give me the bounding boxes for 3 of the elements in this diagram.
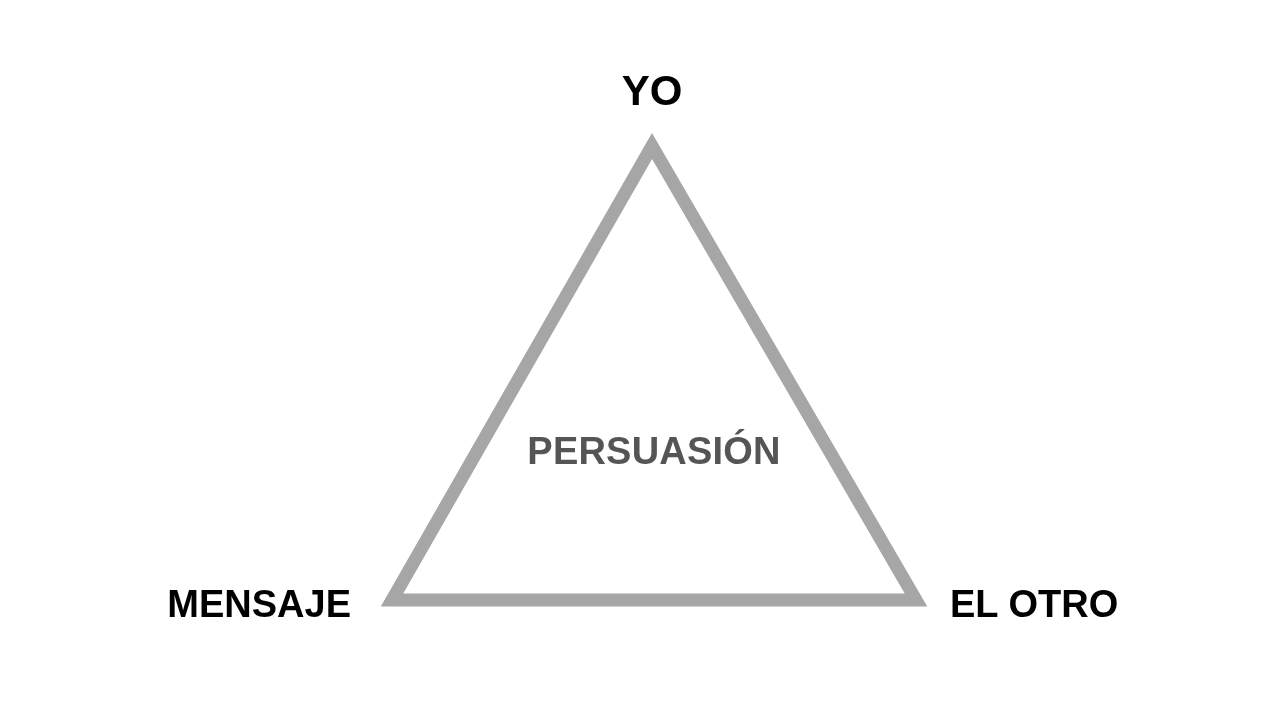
corner-label: YO <box>621 70 683 112</box>
corner-label: EL OTRO <box>950 585 1119 623</box>
corner-label: MENSAJE <box>167 585 351 623</box>
